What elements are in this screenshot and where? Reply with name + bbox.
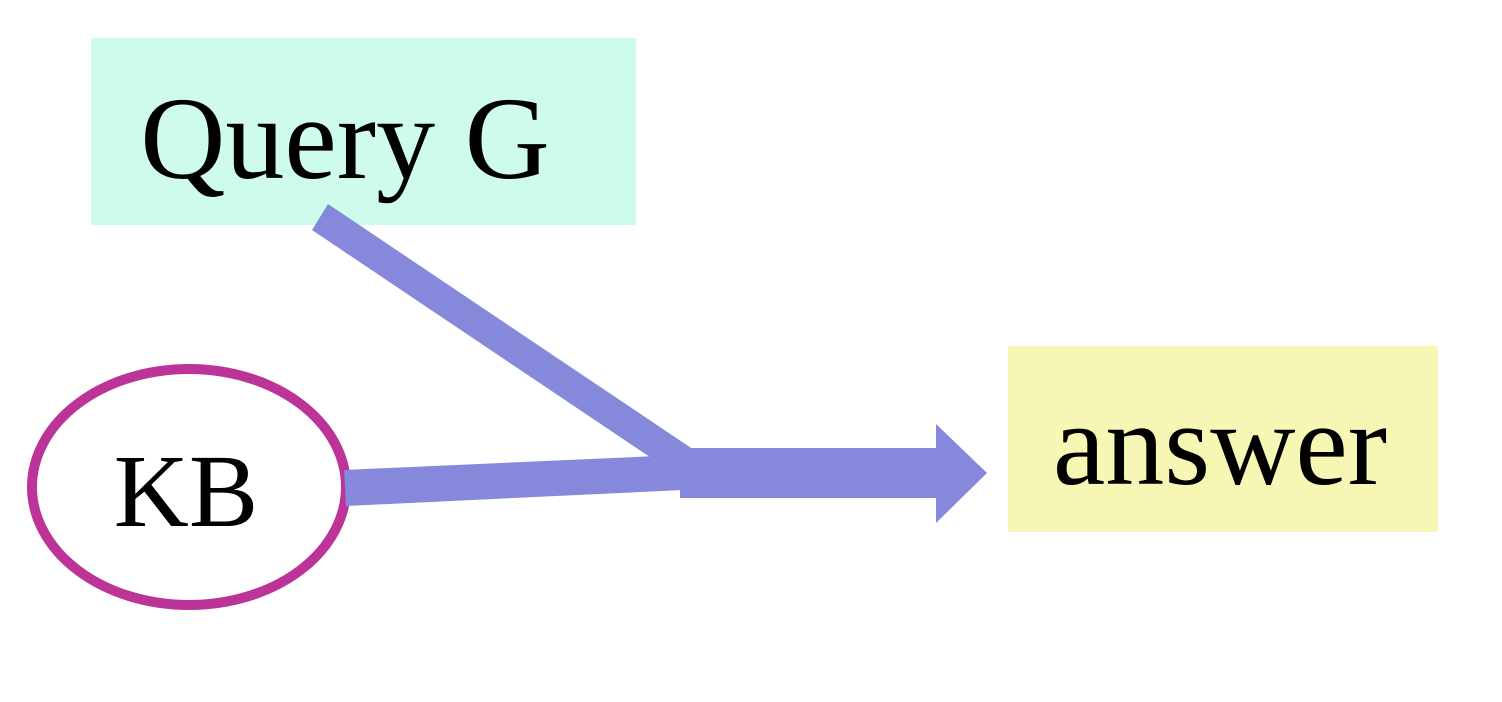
kb-to-junction-edge bbox=[344, 455, 682, 506]
kb-node: KB bbox=[27, 364, 351, 610]
answer-label: answer bbox=[1053, 379, 1387, 510]
query-node: Query G bbox=[91, 38, 636, 225]
kb-label: KB bbox=[114, 434, 258, 549]
query-box bbox=[91, 38, 636, 225]
query-to-junction-edge bbox=[312, 204, 712, 488]
edges bbox=[312, 204, 987, 523]
junction-to-answer-arrow bbox=[680, 424, 987, 523]
answer-node: answer bbox=[1008, 346, 1438, 532]
query-label: Query G bbox=[140, 73, 550, 204]
answer-box bbox=[1008, 346, 1438, 532]
